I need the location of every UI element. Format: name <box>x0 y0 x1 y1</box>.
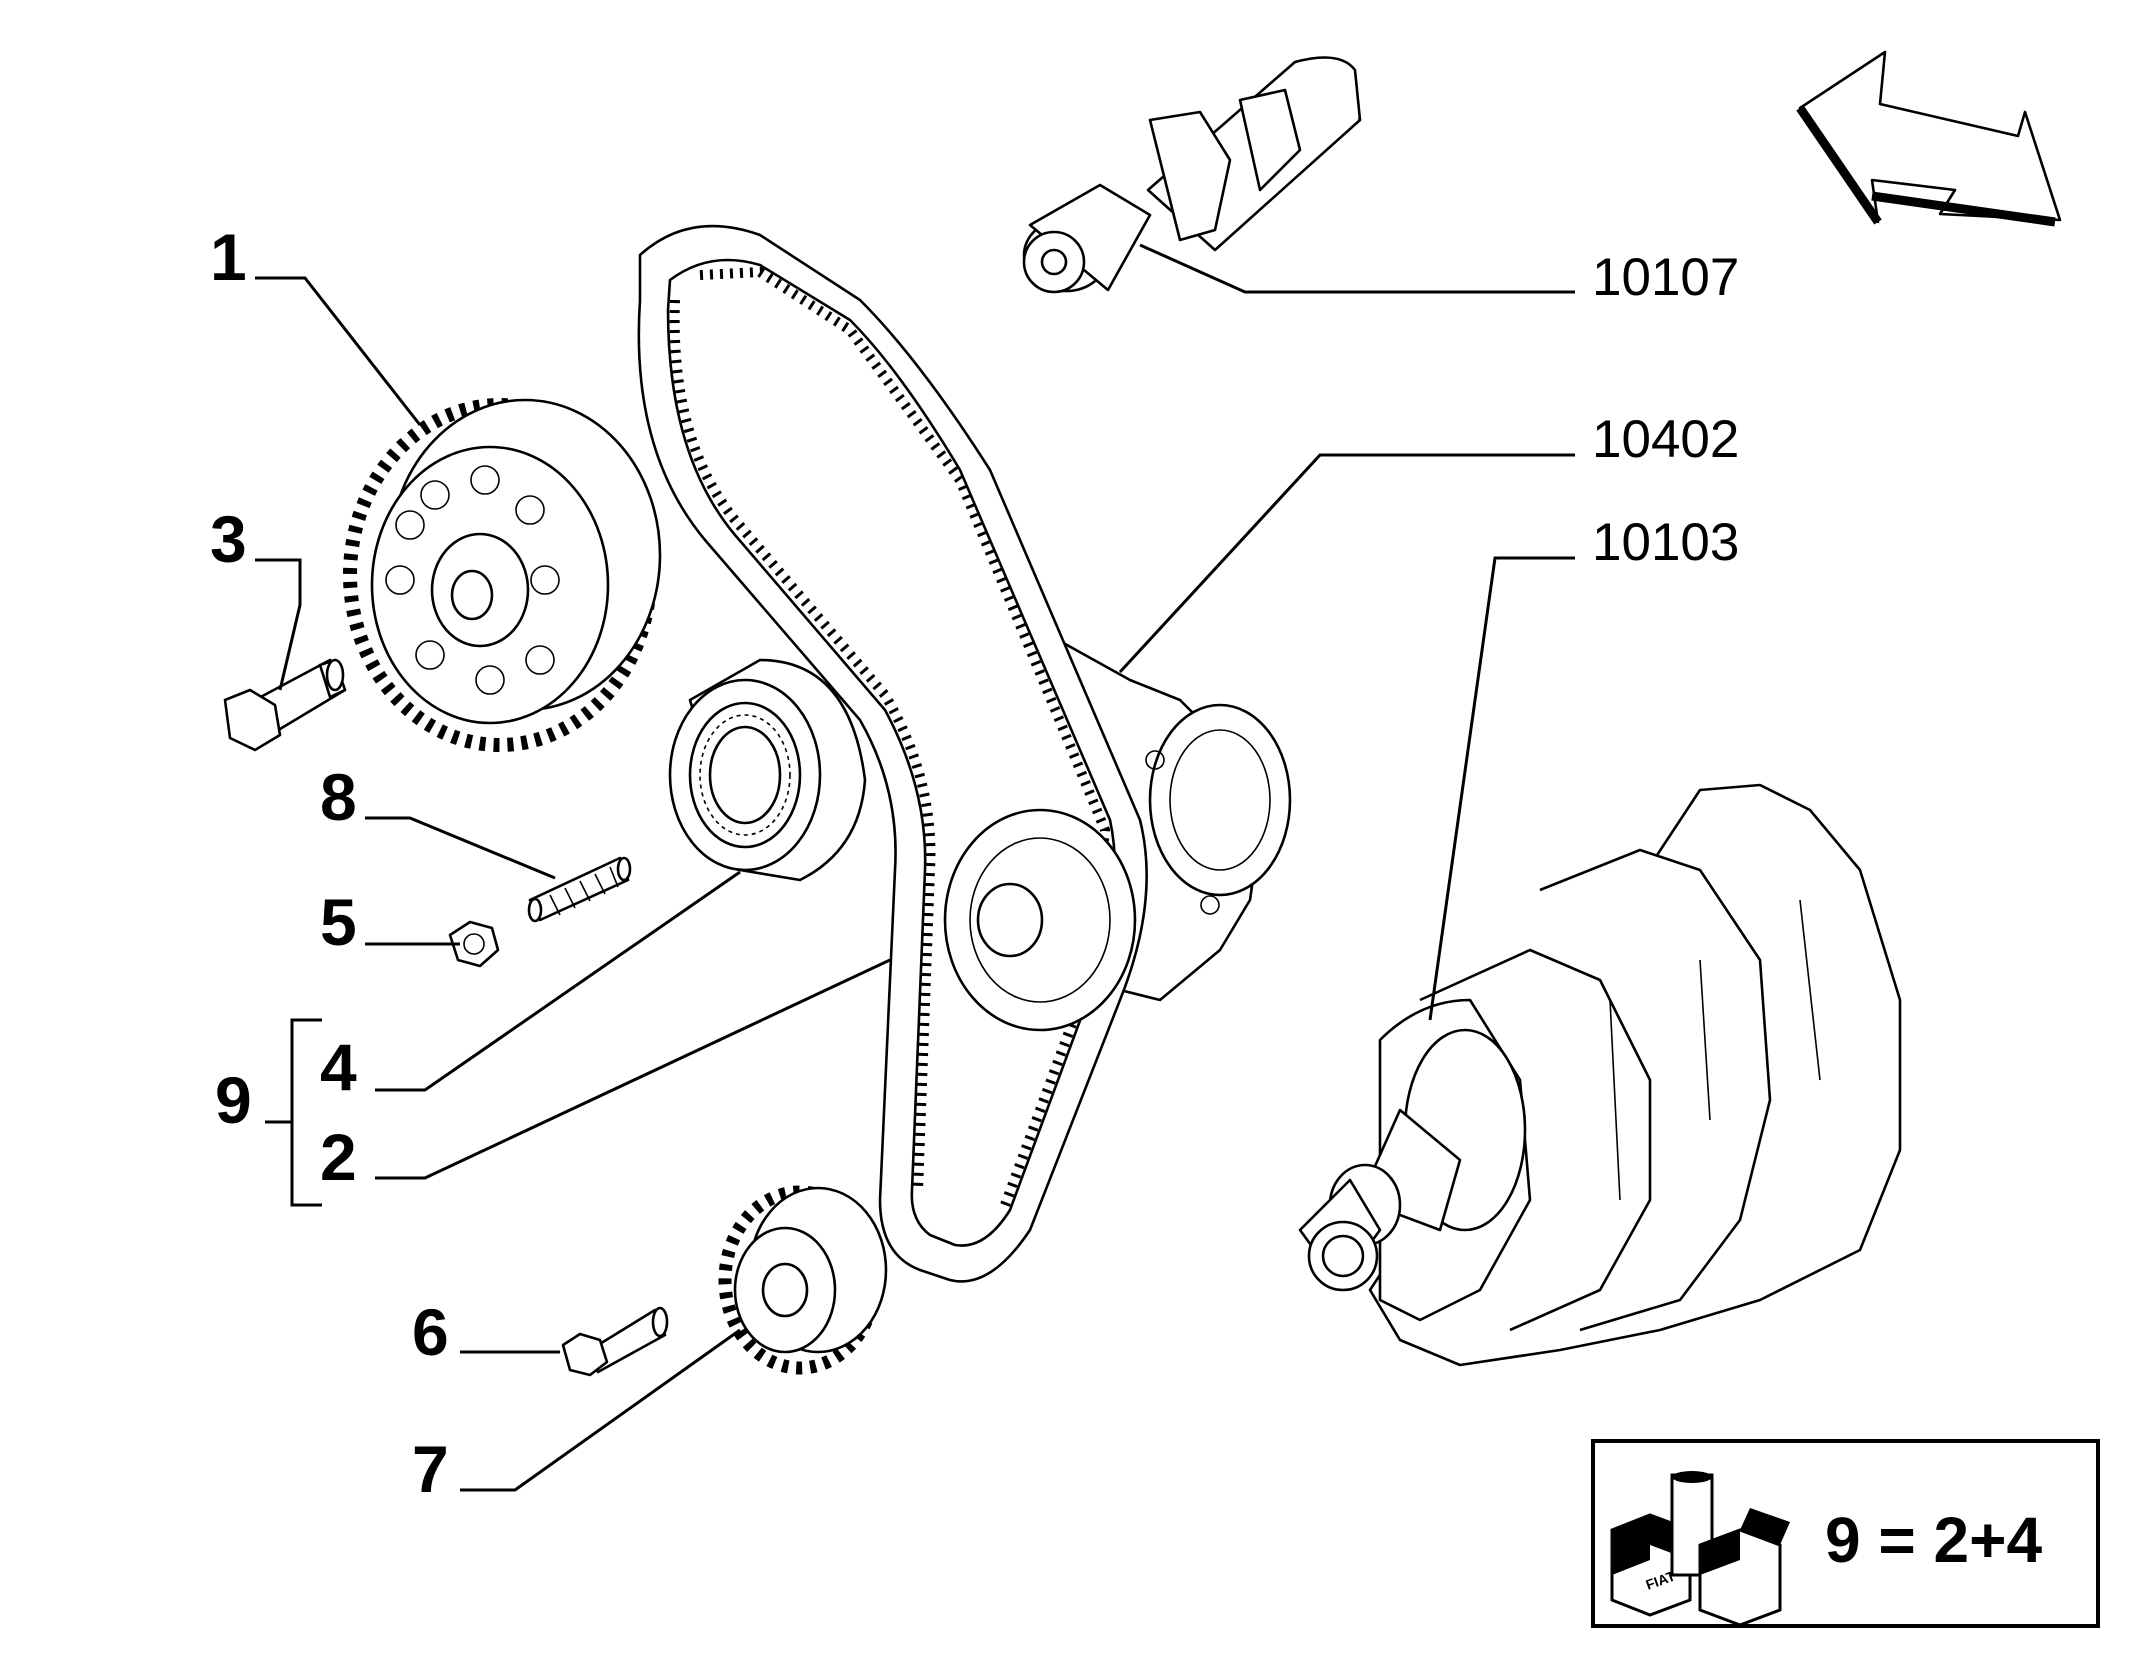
crank-gear-drawing <box>718 1185 888 1375</box>
crank-bolt-drawing <box>561 1306 669 1377</box>
ref-10107: 10107 <box>1592 248 1739 307</box>
callout-2: 2 <box>320 1120 357 1194</box>
callout-1: 1 <box>210 220 247 294</box>
camshaft-drawing <box>1022 56 1362 294</box>
cam-gear-drawing <box>343 398 662 752</box>
ref-10402: 10402 <box>1592 410 1739 469</box>
kit-legend: FIAT 9 = 2+4 <box>1591 1439 2100 1628</box>
direction-arrow-icon <box>1796 50 2062 227</box>
tensioner-bearing-drawing <box>668 658 867 882</box>
callout-9: 9 <box>215 1063 252 1137</box>
nut-drawing <box>448 920 500 968</box>
stud-drawing <box>527 856 632 923</box>
callout-3: 3 <box>210 502 247 576</box>
kit-boxes-icon: FIAT <box>1610 1471 1790 1627</box>
callout-5: 5 <box>320 885 357 959</box>
crankshaft-drawing <box>1298 783 1902 1367</box>
timing-belt-drawing <box>637 224 1148 1283</box>
callout-7: 7 <box>412 1432 449 1506</box>
cam-bolt-drawing <box>223 658 347 752</box>
callout-6: 6 <box>412 1295 449 1369</box>
ref-10103: 10103 <box>1592 513 1739 572</box>
callout-8: 8 <box>320 760 357 834</box>
leader-lines <box>255 243 1575 1492</box>
callout-4: 4 <box>320 1030 357 1104</box>
legend-formula: 9 = 2+4 <box>1825 1504 2043 1576</box>
